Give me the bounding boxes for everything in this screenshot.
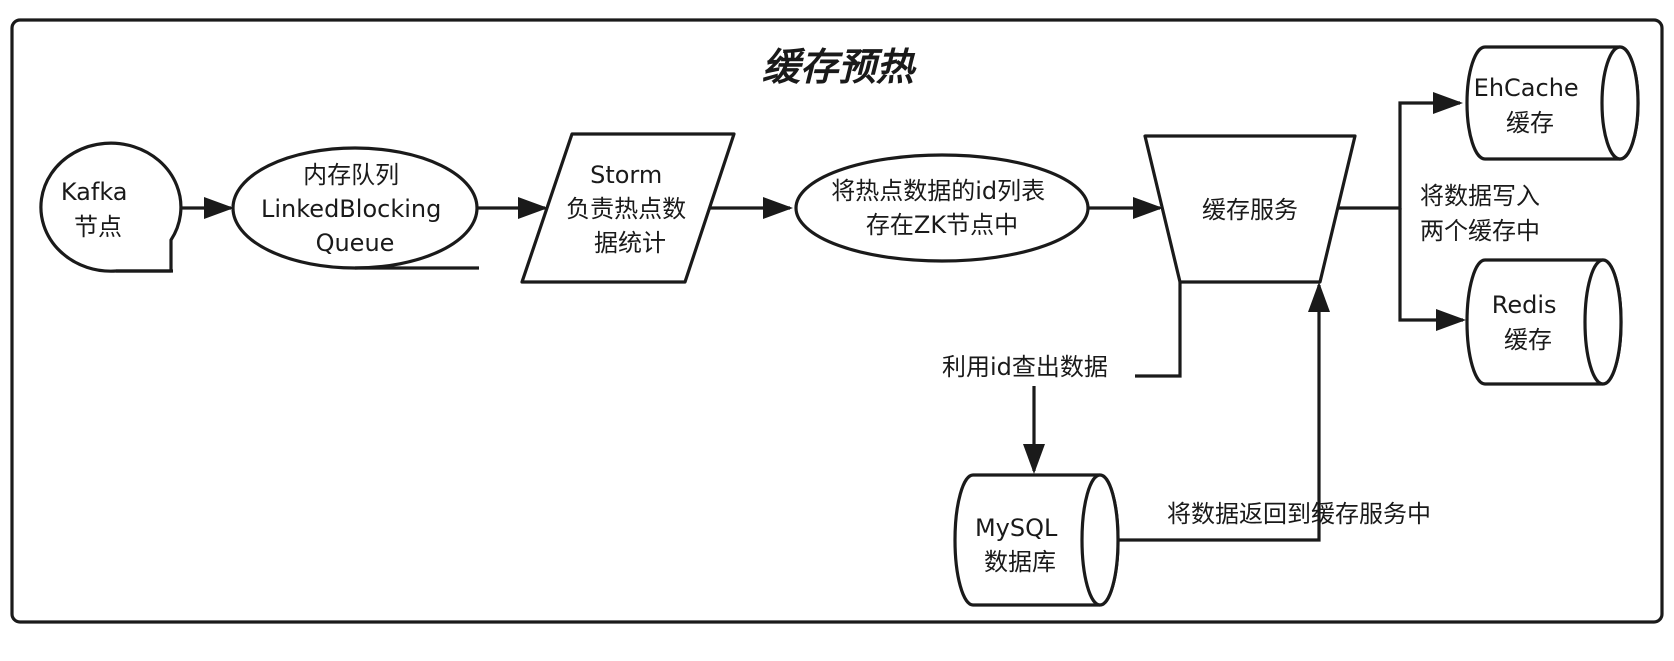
edges [171,92,1466,542]
cache-service-shape [1143,134,1357,284]
node-memory-queue: 内存队列 LinkedBlocking Queue [231,146,479,270]
node-redis: Redis 缓存 [1465,258,1623,386]
node-kafka: Kafka 节点 [39,141,183,273]
mysql-label: MySQL 数据库 [975,514,1065,576]
queue-label: 内存队列 LinkedBlocking Queue [261,161,449,257]
diagram-title: 缓存预热 [762,45,917,89]
cache-service-label: 缓存服务 [1202,196,1298,224]
redis-cap [1583,258,1623,386]
zk-label: 将热点数据的id列表 存在ZK节点中 [831,177,1053,239]
kafka-label: Kafka 节点 [61,178,135,241]
ehcache-label: EhCache 缓存 [1474,74,1587,137]
node-ehcache: EhCache 缓存 [1465,45,1640,161]
ehcache-cap [1600,45,1640,161]
edge-mysql-to-cache-service [1118,282,1330,542]
storm-shape [520,132,736,284]
mysql-cap [1080,473,1120,607]
storm-label: Storm 负责热点数 据统计 [566,161,694,257]
node-cache-service: 缓存服务 [1143,134,1357,284]
edge-cache-service-to-ehcache [1338,92,1463,210]
edge-cache-service-to-redis [1398,208,1466,331]
edge-label-return-data: 将数据返回到缓存服务中 [1167,500,1431,528]
redis-label: Redis 缓存 [1492,291,1564,354]
edge-label-write-both: 将数据写入 两个缓存中 [1420,182,1548,245]
edge-cache-service-to-mysql [1135,282,1182,378]
node-mysql: MySQL 数据库 [953,473,1120,607]
zk-shape [794,153,1090,263]
edge-label-query-by-id: 利用id查出数据 [942,353,1108,381]
node-storm: Storm 负责热点数 据统计 [520,132,736,284]
node-zk: 将热点数据的id列表 存在ZK节点中 [794,153,1090,263]
kafka-shape [39,141,183,273]
